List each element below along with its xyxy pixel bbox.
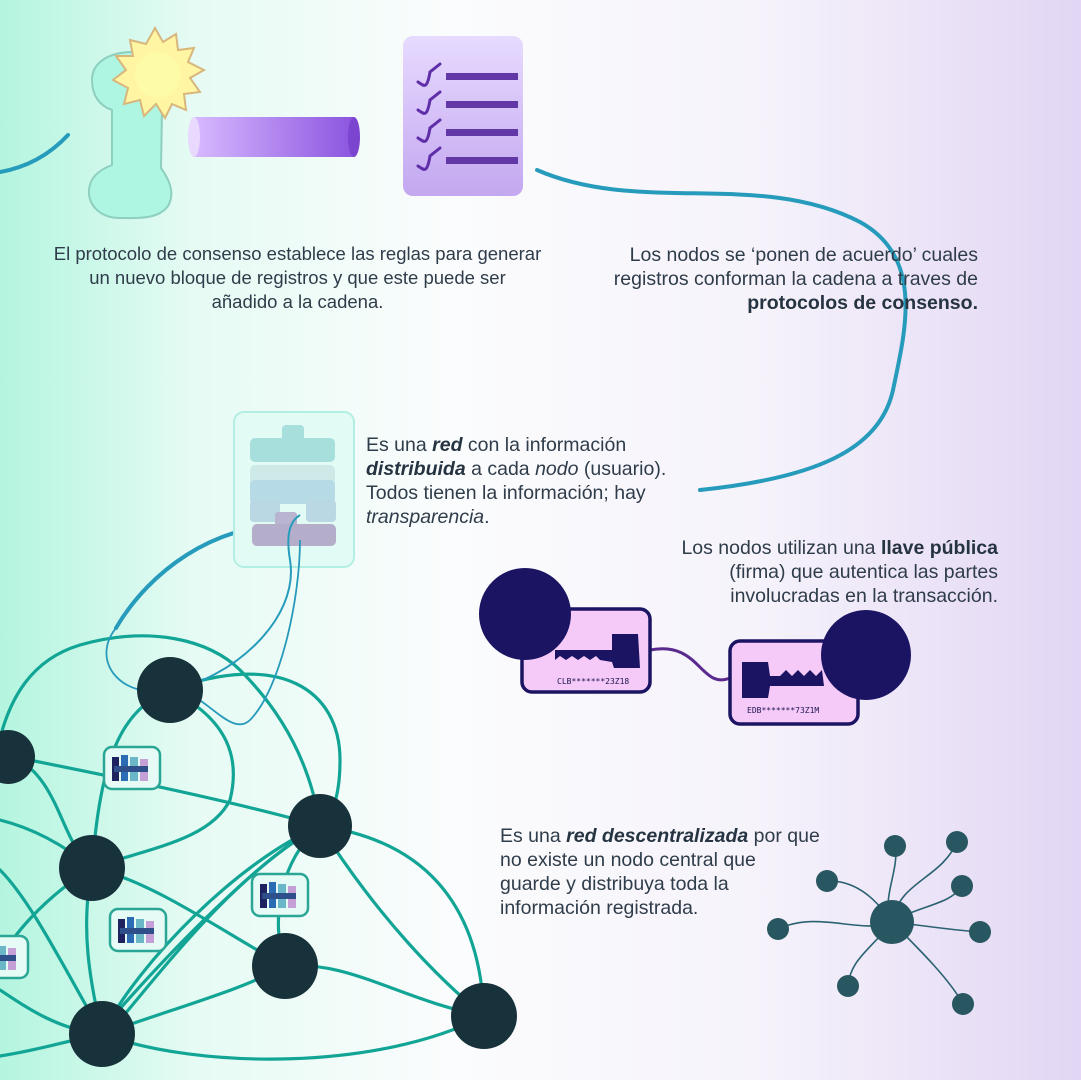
key-card-right: EDB*******73Z1M	[728, 610, 911, 726]
decentralized-star-icon	[767, 831, 991, 1015]
consensus-protocol-text: El protocolo de consenso establece las r…	[53, 243, 542, 312]
curve-top-right	[535, 168, 908, 492]
public-key-pair: CLB*******23Z18 EDB*******73Z1M	[479, 568, 911, 726]
node-network-icon	[0, 514, 517, 1067]
curve-top-left	[0, 133, 70, 174]
block-badges	[0, 745, 310, 980]
key-code-left: CLB*******23Z18	[557, 677, 629, 686]
decentralized-network-text: Es una red descentralizada por que no ex…	[500, 825, 820, 919]
joint-pipe-sun-icon	[87, 25, 207, 220]
distributed-network-text: Es una red con la información distribuid…	[366, 434, 667, 528]
key-code-right: EDB*******73Z1M	[747, 706, 819, 715]
nodes-agree-text: Los nodos se ‘ponen de acuerdo’ cuales r…	[613, 244, 978, 314]
key-link-line	[649, 647, 731, 682]
key-card-left: CLB*******23Z18	[479, 568, 652, 694]
checklist-document-icon	[403, 36, 523, 196]
public-key-text: Los nodos utilizan una llave pública (fi…	[681, 537, 998, 607]
block-stack-icon	[233, 411, 355, 568]
purple-cylinder-icon	[188, 117, 360, 157]
